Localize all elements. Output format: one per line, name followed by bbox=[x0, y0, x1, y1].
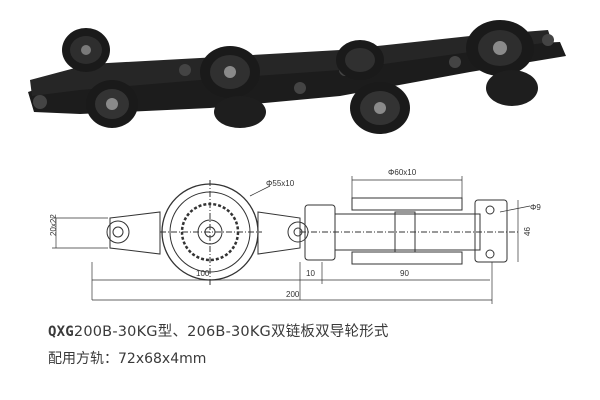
dim-total: 200 bbox=[286, 290, 300, 299]
left-link-plate bbox=[109, 211, 161, 255]
chain-roller-1 bbox=[62, 28, 110, 72]
dim-link: 90 bbox=[400, 269, 409, 278]
chain-roller-3 bbox=[200, 46, 260, 98]
middle-link-plate bbox=[257, 211, 301, 255]
side-plate-right bbox=[474, 199, 508, 263]
chain-pin bbox=[33, 95, 47, 109]
dim-pin-diameter: Φ9 bbox=[530, 203, 541, 212]
dim-roller-leader bbox=[249, 185, 271, 197]
guide-roller-bottom bbox=[351, 251, 463, 265]
dim-left-height: 20x22 bbox=[49, 214, 58, 236]
dimension-lines bbox=[52, 176, 531, 304]
side-link-body bbox=[334, 213, 481, 251]
chain-pin bbox=[179, 64, 191, 76]
caption-model: QXG bbox=[48, 324, 74, 340]
caption-rail-label: 配用方轨： bbox=[48, 351, 118, 367]
chain-roller-8 bbox=[486, 70, 538, 106]
dimension-labels: Φ55x10 Φ60x10 Φ9 20x22 46 100 10 90 200 bbox=[49, 168, 541, 299]
pin-head-bottom bbox=[485, 249, 495, 259]
dim-guide-diameter: Φ60x10 bbox=[388, 168, 417, 177]
chain-pin bbox=[449, 56, 461, 68]
chain-roller-2 bbox=[86, 80, 138, 128]
chain-plate-upper bbox=[30, 30, 552, 96]
dim-pitch: 100 bbox=[196, 269, 210, 278]
guide-roller-top bbox=[351, 197, 463, 211]
chain-roller-4 bbox=[214, 96, 266, 128]
chain-pin bbox=[294, 82, 306, 94]
left-pin-core bbox=[112, 226, 124, 238]
dim-right-height: 46 bbox=[523, 227, 532, 236]
caption-title: QXG200B-30KG型、206B-30KG双链板双导轮形式 bbox=[48, 320, 389, 341]
dim-offset: 10 bbox=[306, 269, 315, 278]
chain-pin bbox=[542, 34, 554, 46]
caption-rail: 配用方轨：72x68x4mm bbox=[48, 348, 206, 368]
technical-drawing bbox=[52, 176, 531, 304]
caption-title-rest: 200B-30KG型、206B-30KG双链板双导轮形式 bbox=[73, 324, 389, 340]
dim-pin-leader bbox=[499, 205, 531, 213]
dim-roller-diameter: Φ55x10 bbox=[266, 179, 295, 188]
chain-roller-6 bbox=[350, 82, 410, 134]
chain-roller-7 bbox=[466, 20, 534, 76]
caption-rail-value: 72x68x4mm bbox=[118, 351, 207, 367]
pin-head-top bbox=[485, 205, 495, 215]
chain-roller-5 bbox=[336, 40, 384, 80]
chain-plate-band bbox=[28, 42, 566, 114]
chain-photo bbox=[28, 20, 566, 134]
left-pin-hole bbox=[106, 220, 130, 244]
